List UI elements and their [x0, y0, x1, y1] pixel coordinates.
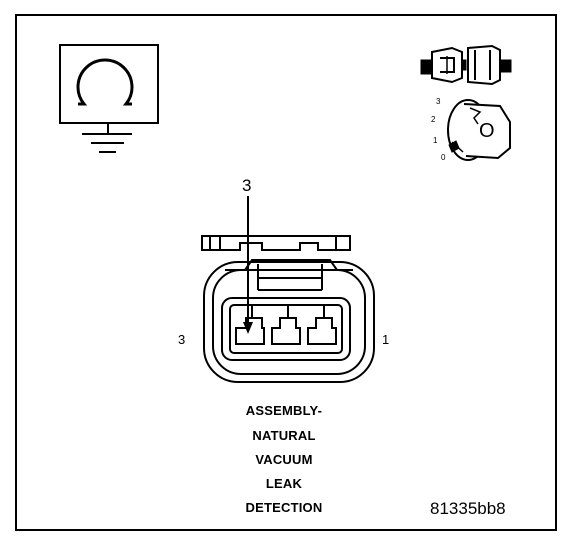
terminal-pin-2 [271, 317, 301, 345]
key-position-1: 1 [433, 136, 438, 145]
ignition-key-off-icon [447, 99, 511, 161]
right-pin-label: 1 [382, 332, 390, 347]
connector-separated-icon [420, 44, 512, 86]
connector-body [201, 235, 375, 383]
pin-arrow [243, 196, 253, 334]
key-position-2: 2 [431, 115, 436, 124]
caption-line-1: ASSEMBLY- [245, 403, 323, 418]
key-position-0: 0 [441, 153, 446, 162]
terminal-pin-3 [235, 317, 265, 345]
arrow-pin-label: 3 [242, 176, 252, 195]
figure-reference: 81335bb8 [430, 499, 506, 518]
caption-line-2: NATURAL [252, 428, 316, 443]
ohmmeter-ground-icon [59, 44, 159, 153]
key-symbol: O [479, 120, 495, 142]
caption-line-3: VACUUM [255, 452, 313, 467]
key-position-3: 3 [436, 97, 441, 106]
left-pin-label: 3 [178, 332, 186, 347]
caption-line-5: DETECTION [245, 500, 323, 515]
caption-line-4: LEAK [265, 476, 303, 491]
connector-terminals [235, 305, 337, 345]
terminal-pin-1 [307, 317, 337, 345]
